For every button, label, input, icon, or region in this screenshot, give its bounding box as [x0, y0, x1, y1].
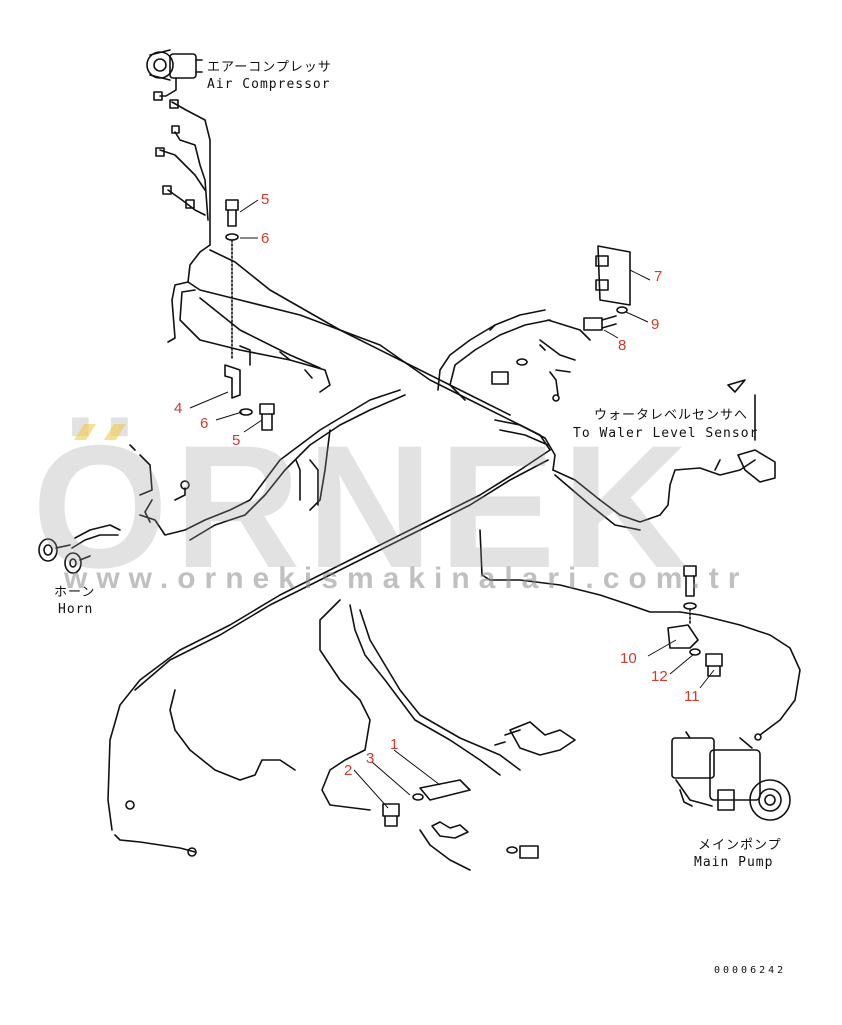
- part-number-11: 11: [684, 688, 700, 705]
- air-compressor-drawing: [146, 49, 211, 246]
- horn-label-jp: ホーン: [54, 585, 96, 600]
- main-upper-harness: [167, 244, 556, 471]
- part-number-5-lower: 5: [232, 432, 241, 449]
- air-compressor-label-en: Air Compressor: [207, 77, 331, 92]
- document-number: 00006242: [714, 965, 787, 976]
- main-pump-label-en: Main Pump: [694, 855, 774, 870]
- part-number-4: 4: [174, 400, 183, 417]
- air-compressor-label-jp: エアーコンプレッサ: [207, 60, 332, 75]
- water-level-harness: [479, 379, 776, 613]
- part-number-6-upper: 6: [261, 230, 270, 247]
- part-number-9: 9: [651, 316, 660, 333]
- part-number-7: 7: [654, 268, 663, 285]
- compressor-harness: [155, 125, 209, 221]
- horn-label-en: Horn: [58, 602, 94, 617]
- horn-drawing: [38, 538, 91, 574]
- part-number-1: 1: [390, 736, 399, 753]
- watermark-url: www.ornekismakinalari.com.tr: [64, 562, 749, 595]
- bracket-1-assembly: [114, 599, 576, 871]
- water-level-sensor-label-jp: ウォータレベルセンサへ: [594, 408, 749, 423]
- part-number-5-upper: 5: [261, 191, 270, 208]
- part-number-6-lower: 6: [200, 415, 209, 432]
- leader-lines: [189, 199, 715, 809]
- part-number-3: 3: [366, 750, 375, 767]
- part-number-12: 12: [651, 668, 668, 685]
- bracket-10-assembly: [667, 565, 801, 741]
- part-number-2: 2: [344, 762, 353, 779]
- water-level-sensor-label-en: To Waler Level Sensor: [573, 426, 759, 441]
- bolt-and-washer-upper: [225, 199, 239, 361]
- main-lower-harness: [71, 389, 551, 831]
- watermark-brand: ÖRNEK: [32, 410, 694, 605]
- bracket-4-assembly: [224, 345, 313, 431]
- main-pump-drawing: [671, 731, 791, 821]
- watermark-accent-icon: [74, 424, 126, 440]
- main-pump-label-jp: メインポンプ: [698, 838, 782, 853]
- bracket-7-assembly: [437, 245, 631, 402]
- part-number-8: 8: [618, 337, 627, 354]
- part-number-10: 10: [620, 650, 637, 667]
